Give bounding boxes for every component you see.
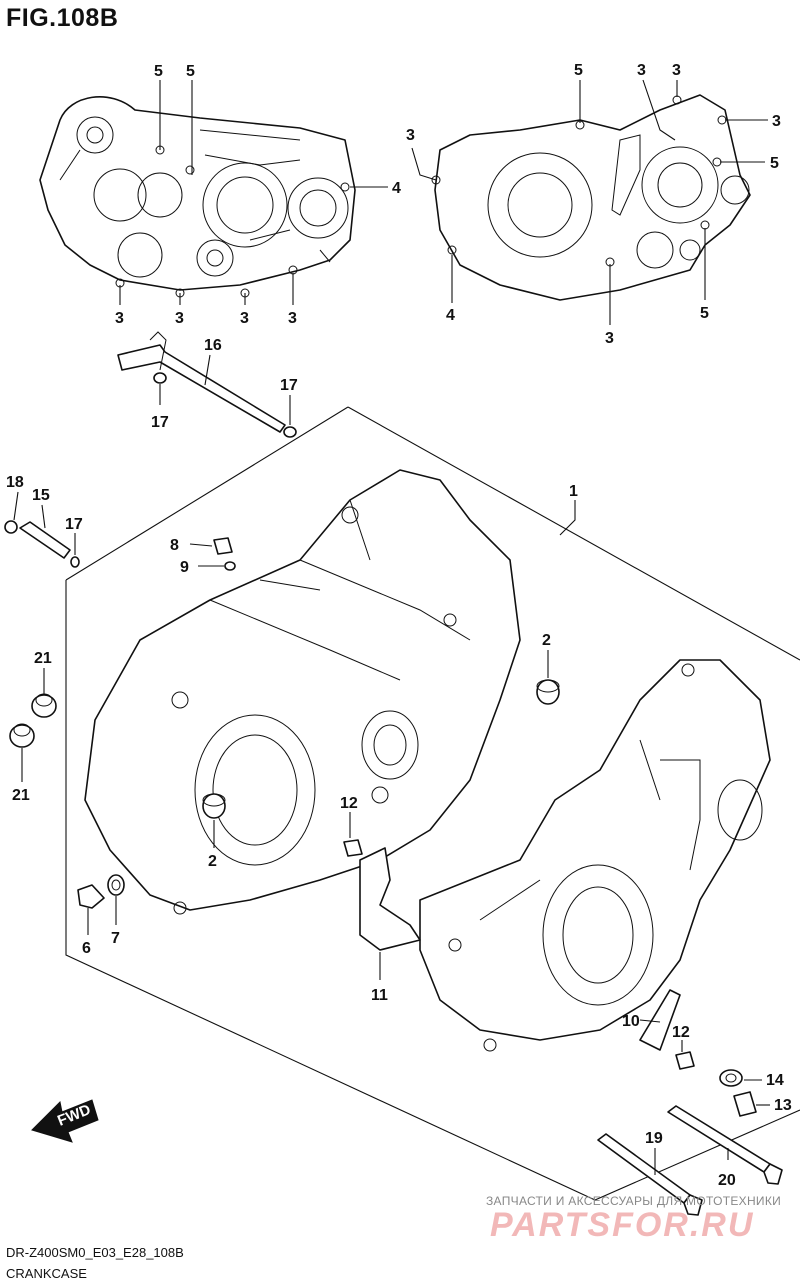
crankcase-left-inner-view xyxy=(39,96,356,298)
callout-15: 15 xyxy=(32,487,50,504)
callout-3: 3 xyxy=(406,127,415,144)
callout-9: 9 xyxy=(180,559,189,576)
callout-12: 12 xyxy=(672,1024,690,1041)
watermark-logo: PARTSFOR.RU xyxy=(490,1206,755,1244)
callout-17: 17 xyxy=(280,377,298,394)
crankcase-right-half xyxy=(419,659,771,1052)
callout-5: 5 xyxy=(154,63,163,80)
figure-title: FIG.108B xyxy=(6,4,119,32)
plug-6 xyxy=(77,884,105,909)
callout-4: 4 xyxy=(392,180,401,197)
callout-5: 5 xyxy=(700,305,709,322)
o-ring-17c xyxy=(70,556,80,568)
assembly-box-outline xyxy=(65,406,800,1201)
dowel-pin-2b xyxy=(202,793,226,819)
callout-6: 6 xyxy=(82,940,91,957)
o-ring-18 xyxy=(4,520,18,534)
fwd-arrow: FWD xyxy=(31,1099,99,1143)
callout-21: 21 xyxy=(34,650,52,667)
callout-18: 18 xyxy=(6,474,24,491)
callout-3: 3 xyxy=(672,62,681,79)
plate-10 xyxy=(639,989,681,1051)
callout-5: 5 xyxy=(770,155,779,172)
cap-21b xyxy=(9,723,35,748)
callout-10: 10 xyxy=(622,1013,640,1030)
bolt-19 xyxy=(597,1133,703,1216)
callout-3: 3 xyxy=(605,330,614,347)
bolt-12a xyxy=(343,839,363,857)
callout-4: 4 xyxy=(446,307,455,324)
callout-16: 16 xyxy=(204,337,222,354)
callout-21: 21 xyxy=(12,787,30,804)
fitting-8 xyxy=(213,537,233,555)
callout-17: 17 xyxy=(65,516,83,533)
callout-5: 5 xyxy=(186,63,195,80)
leader-lines xyxy=(13,79,770,1175)
callout-2: 2 xyxy=(208,853,217,870)
callout-2: 2 xyxy=(542,632,551,649)
callout-20: 20 xyxy=(718,1172,736,1189)
o-ring-9 xyxy=(224,561,236,571)
callout-8: 8 xyxy=(170,537,179,554)
o-ring-17a xyxy=(153,372,167,384)
callout-5: 5 xyxy=(574,62,583,79)
washer-14 xyxy=(719,1069,743,1087)
shaft-15 xyxy=(19,521,71,559)
bracket-11 xyxy=(359,847,421,951)
washer-7 xyxy=(107,874,125,896)
callout-14: 14 xyxy=(766,1072,784,1089)
dowel-pin-2a xyxy=(536,679,560,705)
watermark-caption: ЗАПЧАСТИ И АКСЕССУАРЫ ДЛЯ МОТОТЕХНИКИ xyxy=(486,1194,782,1208)
plug-13 xyxy=(733,1091,757,1117)
callout-12: 12 xyxy=(340,795,358,812)
bolt-20 xyxy=(667,1105,783,1185)
cap-21a xyxy=(31,693,57,718)
bolt-12b xyxy=(675,1051,695,1070)
callout-7: 7 xyxy=(111,930,120,947)
callout-3: 3 xyxy=(772,113,781,130)
callout-labels: 5 5 4 3 3 3 3 5 3 3 3 3 5 4 3 5 16 17 17… xyxy=(6,62,792,1189)
callout-3: 3 xyxy=(175,310,184,327)
callout-3: 3 xyxy=(115,310,124,327)
callout-3: 3 xyxy=(637,62,646,79)
model-code: DR-Z400SM0_E03_E28_108B xyxy=(6,1245,184,1260)
callout-3: 3 xyxy=(288,310,297,327)
crankcase-left-half xyxy=(84,469,521,915)
o-ring-17b xyxy=(283,426,297,438)
figure-name: CRANKCASE xyxy=(6,1266,87,1281)
callout-11: 11 xyxy=(371,987,388,1004)
callout-17: 17 xyxy=(151,414,169,431)
callout-1: 1 xyxy=(569,483,578,500)
callout-13: 13 xyxy=(774,1097,792,1114)
crankcase-right-outer-view xyxy=(431,94,751,301)
callout-3: 3 xyxy=(240,310,249,327)
shaft-16 xyxy=(117,331,286,433)
callout-19: 19 xyxy=(645,1130,663,1147)
